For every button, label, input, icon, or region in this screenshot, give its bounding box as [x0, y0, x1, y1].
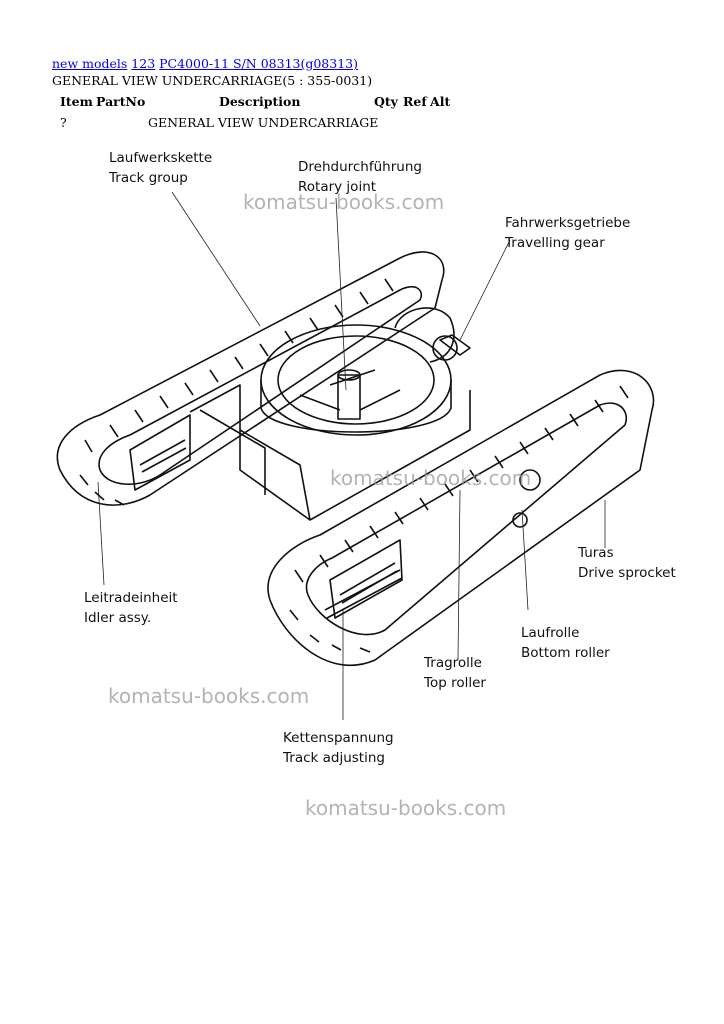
label-top-roller: Tragrolle Top roller: [424, 655, 486, 691]
undercarriage-drawing: [56, 191, 655, 720]
left-track: [56, 251, 445, 506]
breadcrumb: new models 123 PC4000-11 S/N 08313(g0831…: [52, 56, 358, 71]
col-header-partno: PartNo: [96, 94, 146, 109]
col-header-item: Item: [60, 94, 93, 109]
breadcrumb-link-model[interactable]: PC4000-11 S/N 08313(g08313): [159, 56, 358, 71]
center-frame: [189, 384, 471, 521]
col-header-ref: Ref: [403, 94, 427, 109]
page-title: GENERAL VIEW UNDERCARRIAGE(5 : 355-0031): [52, 73, 373, 88]
undercarriage-diagram: Laufwerkskette Track group Drehdurchführ…: [40, 140, 700, 780]
label-drive-sprocket: Turas Drive sprocket: [578, 545, 676, 581]
right-track: [267, 369, 655, 666]
rotary-joint: [337, 374, 361, 420]
table-row-item: ?: [60, 115, 67, 130]
watermark: komatsu-books.com: [305, 796, 507, 820]
table-row-description: GENERAL VIEW UNDERCARRIAGE: [148, 115, 379, 130]
drive-sprocket: [519, 469, 541, 491]
label-travelling-gear: Fahrwerksgetriebe Travelling gear: [505, 215, 631, 251]
track-adjusting: [324, 569, 403, 619]
col-header-qty: Qty: [374, 94, 398, 109]
col-header-description: Description: [219, 94, 301, 109]
label-bottom-roller: Laufrolle Bottom roller: [521, 625, 610, 661]
label-track-adjusting: Kettenspannung Track adjusting: [283, 730, 394, 766]
label-idler-assy: Leitradeinheit Idler assy.: [84, 590, 178, 626]
travelling-gear: [394, 307, 471, 363]
label-track-group: Laufwerkskette Track group: [109, 150, 213, 186]
col-header-alt: Alt: [430, 94, 451, 109]
label-rotary-joint: Drehdurchführung Rotary joint: [298, 159, 422, 195]
breadcrumb-link-new-models[interactable]: new models: [52, 56, 128, 71]
breadcrumb-link-123[interactable]: 123: [131, 56, 156, 71]
